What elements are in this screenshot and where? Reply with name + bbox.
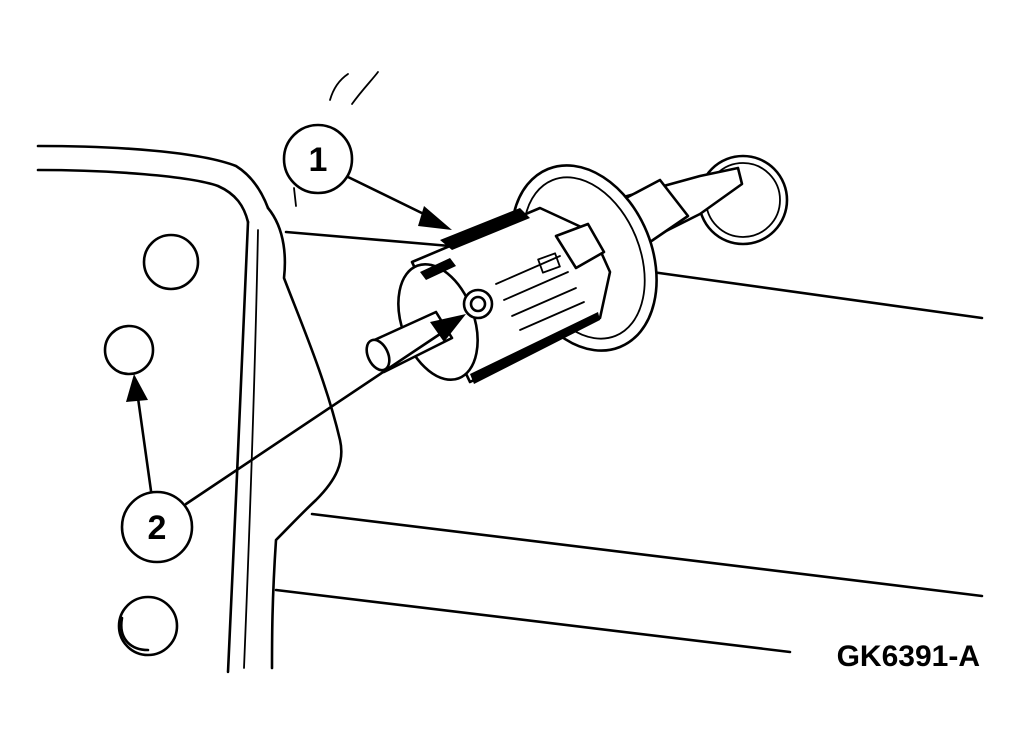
callout-2: 2	[120, 490, 194, 564]
callout-1-label: 1	[309, 141, 328, 179]
panel-hole-lower	[117, 595, 179, 657]
leader-lines	[126, 174, 466, 506]
panel-hole-middle	[103, 324, 155, 376]
panel-hole-upper	[142, 233, 200, 291]
retaining-pin-icon	[462, 288, 494, 320]
callout-2-label: 2	[148, 509, 167, 547]
callout-1: 1	[282, 123, 354, 195]
door-panel	[36, 71, 984, 674]
figure-id: GK6391-A	[837, 640, 980, 673]
